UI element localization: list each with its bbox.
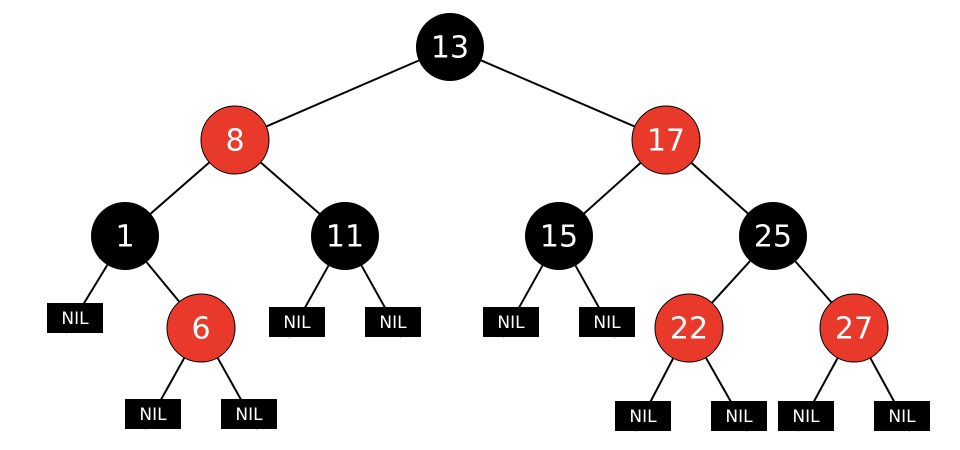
node-label: 27: [835, 312, 873, 347]
nil-leaf: NIL: [483, 307, 539, 337]
nil-leaf: NIL: [579, 307, 635, 337]
nil-label: NIL: [379, 313, 407, 333]
node-circle-black: [91, 202, 159, 270]
nil-leaf: NIL: [711, 401, 767, 431]
node-label: 22: [670, 312, 708, 347]
tree-node-8: 8: [200, 105, 270, 175]
node-circle-black: [311, 202, 379, 270]
tree-node-6: 6: [166, 293, 236, 363]
tree-node-15: 15: [525, 202, 593, 270]
nil-label: NIL: [888, 407, 916, 427]
node-circle-red: [654, 293, 724, 363]
nil-box: [579, 307, 635, 337]
node-label: 1: [115, 220, 134, 255]
nil-label: NIL: [283, 313, 311, 333]
node-circle-black: [739, 202, 807, 270]
nil-label: NIL: [497, 313, 525, 333]
node-label: 15: [540, 220, 578, 255]
nil-label: NIL: [792, 407, 820, 427]
node-label: 8: [225, 124, 244, 159]
tree-node-22: 22: [654, 293, 724, 363]
node-label: 13: [431, 31, 469, 66]
nil-label: NIL: [61, 309, 89, 329]
nil-label: NIL: [629, 407, 657, 427]
nil-label: NIL: [725, 407, 753, 427]
tree-node-13: 13: [416, 13, 484, 81]
tree-node-27: 27: [819, 293, 889, 363]
nil-leaf: NIL: [778, 401, 834, 431]
tree-node-17: 17: [631, 105, 701, 175]
tree-node-11: 11: [311, 202, 379, 270]
nil-leaf: NIL: [269, 307, 325, 337]
nil-box: [778, 401, 834, 431]
node-circle-red: [631, 105, 701, 175]
nil-box: [874, 401, 930, 431]
nil-label: NIL: [235, 405, 263, 425]
node-circle-black: [416, 13, 484, 81]
nil-box: [615, 401, 671, 431]
node-circle-red: [166, 293, 236, 363]
tree-node-1: 1: [91, 202, 159, 270]
tree-node-25: 25: [739, 202, 807, 270]
node-circle-red: [819, 293, 889, 363]
nil-leaf: NIL: [874, 401, 930, 431]
nil-box: [221, 399, 277, 429]
nil-label: NIL: [593, 313, 621, 333]
nil-box: [483, 307, 539, 337]
nil-leaf: NIL: [47, 303, 103, 333]
node-label: 11: [326, 220, 364, 255]
nil-leaf: NIL: [221, 399, 277, 429]
nil-box: [125, 399, 181, 429]
nil-box: [47, 303, 103, 333]
node-label: 25: [754, 220, 792, 255]
nil-box: [365, 307, 421, 337]
node-label: 17: [647, 124, 685, 159]
nil-leaf: NIL: [615, 401, 671, 431]
nil-leaf: NIL: [125, 399, 181, 429]
node-label: 6: [191, 312, 210, 347]
node-circle-red: [200, 105, 270, 175]
nil-label: NIL: [139, 405, 167, 425]
nil-box: [711, 401, 767, 431]
nil-leaf: NIL: [365, 307, 421, 337]
node-circle-black: [525, 202, 593, 270]
nil-box: [269, 307, 325, 337]
